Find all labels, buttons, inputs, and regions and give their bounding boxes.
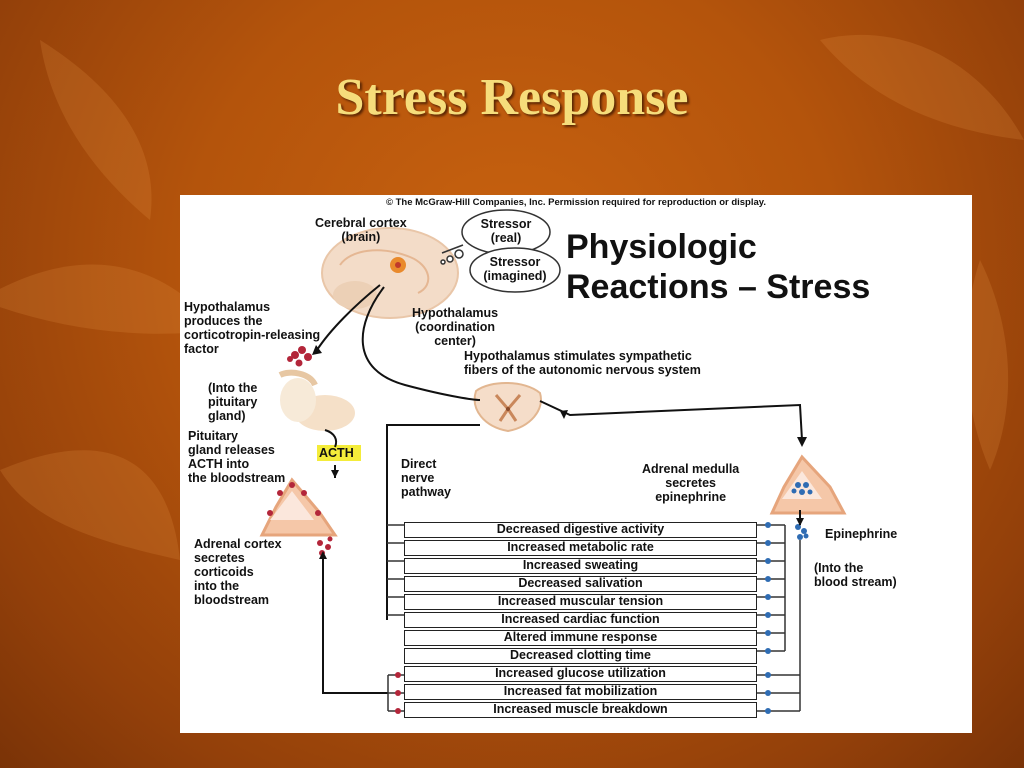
epinephrine-connectors	[757, 524, 801, 712]
effect-item: Increased muscle breakdown	[404, 702, 757, 718]
brain-illustration	[321, 227, 459, 319]
physiologic-effects-list: Decreased digestive activity Increased m…	[404, 522, 757, 720]
adrenal-medulla-illustration	[769, 454, 847, 540]
copyright-notice: © The McGraw-Hill Companies, Inc. Permis…	[385, 197, 767, 208]
crf-dots	[287, 346, 312, 367]
stressor-bubbles	[440, 209, 561, 293]
effect-item: Increased fat mobilization	[404, 684, 757, 700]
label-hypothalamus-crf: Hypothalamus produces the corticotropin-…	[184, 300, 321, 356]
label-acth: ACTH	[319, 446, 354, 460]
physiologic-stress-diagram: © The McGraw-Hill Companies, Inc. Permis…	[180, 195, 972, 733]
slide-title: Stress Response	[335, 69, 689, 126]
effect-item: Increased sweating	[404, 558, 757, 574]
label-into-blood-stream: (Into the blood stream)	[814, 561, 897, 589]
corticoid-dots	[395, 672, 401, 714]
effect-item: Increased metabolic rate	[404, 540, 757, 556]
diagram-artwork	[259, 209, 847, 714]
label-direct-nerve-pathway: Direct nerve pathway	[401, 457, 452, 499]
effect-item: Increased cardiac function	[404, 612, 757, 628]
epinephrine-dots	[765, 522, 771, 714]
label-cerebral-cortex: Cerebral cortex (brain)	[315, 216, 407, 244]
label-hypothalamus-sympathetic: Hypothalamus stimulates sympathetic fibe…	[464, 349, 701, 377]
label-adrenal-medulla: Adrenal medulla secretes epinephrine	[642, 462, 740, 504]
arrowheads	[312, 345, 807, 559]
label-adrenal-cortex: Adrenal cortex secretes corticoids into …	[194, 537, 282, 607]
effect-item: Decreased salivation	[404, 576, 757, 592]
label-pituitary-acth: Pituitary gland releases ACTH into the b…	[188, 429, 286, 485]
effect-item: Increased muscular tension	[404, 594, 757, 610]
effect-item: Decreased digestive activity	[404, 522, 757, 538]
diagram-heading-line2: Reactions – Stress	[566, 268, 871, 306]
label-stressor-real: Stressor (real)	[480, 217, 532, 245]
label-stressor-imagined: Stressor (imagined)	[483, 255, 547, 283]
diagram-heading: Physiologic Reactions – Stress	[566, 227, 870, 307]
effect-item: Increased glucose utilization	[404, 666, 757, 682]
nerve-connectors	[387, 524, 404, 712]
effect-item: Decreased clotting time	[404, 648, 757, 664]
acth-highlight	[317, 445, 361, 461]
spinal-cord-illustration	[473, 382, 542, 433]
label-hypothalamus-center: Hypothalamus (coordination center)	[412, 306, 499, 348]
label-into-pituitary: (Into the pituitary gland)	[208, 381, 258, 423]
label-epinephrine: Epinephrine	[825, 527, 898, 541]
pathway-lines	[316, 284, 803, 694]
pituitary-gland-illustration	[278, 369, 355, 431]
effect-item: Altered immune response	[404, 630, 757, 646]
diagram-heading-line1: Physiologic	[566, 228, 757, 266]
